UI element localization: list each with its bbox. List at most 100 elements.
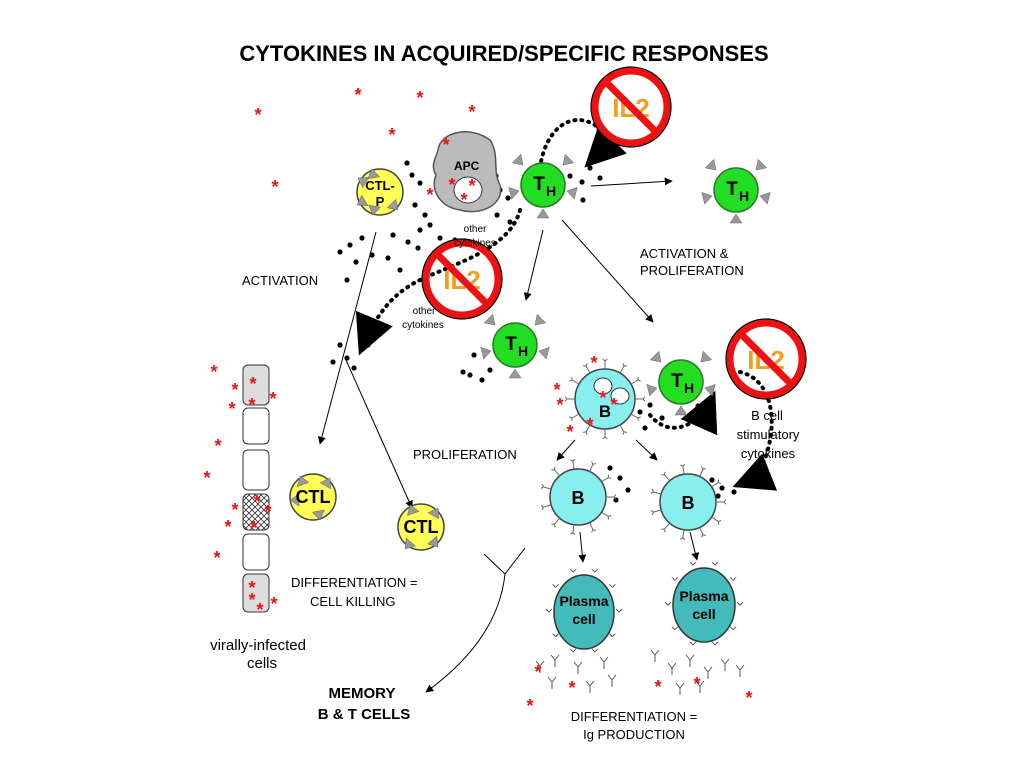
plasma-label-left-2: cell [572,611,595,627]
plasma-cell-right: Plasma cell [672,567,736,643]
no-il2-sign-middle: IL2 [421,238,503,320]
label-memory-1: MEMORY [329,685,396,702]
arrow-b-to-plasma-1 [578,531,587,563]
antigen-star: * [526,696,533,716]
antigen-star: * [468,176,475,196]
antigen-star: * [468,102,475,122]
label-other-cyto-b1: other [413,306,436,317]
label-diff-ig-1: DIFFERENTIATION = [571,709,698,724]
th-label: T [505,334,517,355]
b-cell-antibody-spikes [540,358,727,541]
antigen-star: * [248,578,255,598]
labels: ACTIVATION ACTIVATION & PROLIFERATION PR… [210,224,800,742]
label-diff-killing-2: CELL KILLING [310,594,396,609]
infected-cell-6 [242,573,270,613]
arrow-to-ctl-proliferation [345,359,413,509]
antigen-star: * [568,678,575,698]
th-label: T [726,179,738,200]
b-label-main: B [599,402,611,421]
ctl-cell-right: CTL [397,502,445,554]
antigen-star: * [460,190,467,210]
plasma-label-right-2: cell [692,606,715,622]
plasma-label-right-1: Plasma [679,588,728,604]
infected-cell-2 [242,407,270,445]
label-other-cyto-b2: cytokines [402,320,444,331]
antigen-star: * [231,500,238,520]
antigen-star: * [745,688,752,708]
antigen-star: * [610,395,617,415]
arrow-b-left [556,439,576,461]
apc-label: APC [454,159,480,173]
antigen-star: * [253,492,260,512]
dotted-loop-bcell [648,390,718,436]
antigen-star: * [442,135,449,155]
antibodies [535,561,745,695]
label-activation: ACTIVATION [242,273,318,288]
antigen-star: * [248,395,255,415]
no-il2-sign-right: IL2 [725,318,807,400]
arrows [317,118,778,692]
label-other-cyto-a2: cytokines [454,238,496,249]
arrow-b-to-plasma-2 [689,531,700,561]
label-infected-1: virally-infected [210,637,306,654]
antigen-star: * [586,415,593,435]
no-il2-signs: IL2IL2IL2 [421,66,807,400]
antigen-star: * [256,600,263,620]
arrow-th-to-bcell [561,219,654,323]
th-sub-label: H [739,188,749,204]
b-cell-left: B [549,468,607,526]
antigen-star: * [566,422,573,442]
arrow-th-to-th [590,177,673,187]
b-label-left: B [572,488,585,508]
arrow-b-right [635,439,658,461]
infected-cell-3 [242,449,270,491]
arrow-ctlp-to-ctl [317,231,377,445]
apc-vesicle [453,176,483,204]
antigen-star: * [599,388,606,408]
antigen-star: * [250,518,257,538]
apc-body [432,131,502,213]
label-diff-killing-1: DIFFERENTIATION = [291,575,418,590]
antigen-star: * [553,380,560,400]
antigen-stars: ****************************************… [203,85,752,716]
th-label: T [533,174,545,195]
arrow-th-down [523,229,544,301]
apc-cell: APC [432,131,502,213]
label-bcell-cyto-2: stimulatory [737,427,800,442]
antigen-star: * [448,175,455,195]
antigen-star: * [590,353,597,373]
antigen-star: * [416,88,423,108]
th-sub-label: H [546,183,556,199]
antigen-star: * [249,374,256,394]
antigen-star: * [264,502,271,522]
antigen-star: * [693,674,700,694]
antigen-star: * [210,362,217,382]
antigen-star: * [556,395,563,415]
plasma-cell-left: Plasma cell [553,574,615,650]
label-infected-2: cells [247,655,277,672]
plasma-label-left-1: Plasma [559,593,608,609]
antigen-star: * [534,662,541,682]
antigen-star: * [269,389,276,409]
ctlp-cell: CTL- P [353,167,404,217]
ctl-label-right: CTL [404,517,439,537]
label-proliferation: PROLIFERATION [413,447,517,462]
antigen-star: * [248,590,255,610]
antigen-star: * [388,125,395,145]
antigen-star: * [354,85,361,105]
ctlp-label-2: P [376,194,385,209]
th-label: T [671,371,683,392]
page-title: CYTOKINES IN ACQUIRED/SPECIFIC RESPONSES [239,41,768,66]
antigen-star: * [231,380,238,400]
infected-cell-4 [242,493,270,531]
label-bcell-cyto-3: cytokines [741,446,796,461]
antigen-star: * [213,548,220,568]
no-il2-sign-top: IL2 [590,66,672,148]
b-cell-main: B [574,368,636,430]
dotted-loop-right [732,370,778,491]
ctlp-label-1: CTL- [365,178,395,193]
